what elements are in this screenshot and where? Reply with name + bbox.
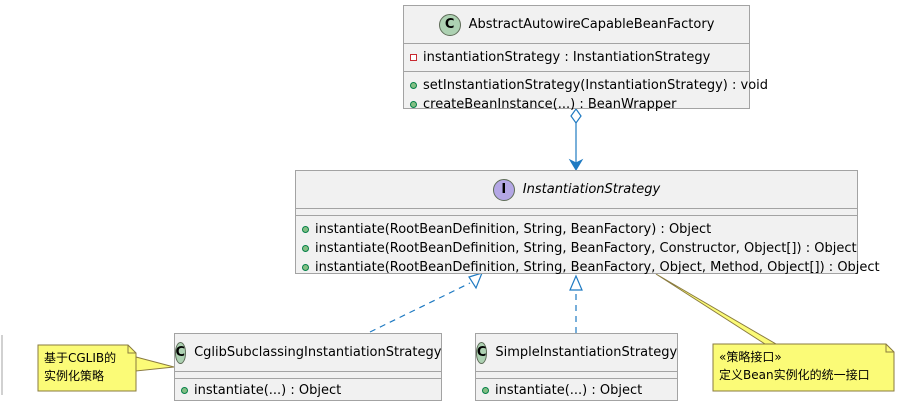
class-c-icon: C [475,341,488,364]
note-line: 定义Bean实例化的统一接口 [719,368,870,382]
private-field-icon [410,54,417,61]
class-header: C AbstractAutowireCapableBeanFactory [404,6,749,44]
realization-arrowhead-simple [569,274,583,291]
method-row: instantiate(RootBeanDefinition, String, … [302,239,857,258]
method-text: instantiate(...) : Object [495,383,643,398]
fields-section [296,209,857,216]
fields-section [476,372,677,379]
class-name: CglibSubclassingInstantiationStrategy [194,345,442,360]
class-name: AbstractAutowireCapableBeanFactory [468,17,715,32]
cglib-note: 基于CGLIB的 实例化策略 [38,345,136,391]
fields-section [175,372,441,379]
class-simple-instantiation-strategy[interactable]: C SimpleInstantiationStrategy instantiat… [475,333,678,401]
method-row: instantiate(RootBeanDefinition, String, … [302,258,880,277]
method-text: instantiate(RootBeanDefinition, String, … [315,241,857,256]
field-row: instantiationStrategy : InstantiationStr… [410,48,749,67]
public-method-icon [410,82,417,89]
note-connector-cglib [135,356,175,372]
realization-line-cglib [369,282,471,333]
method-row: instantiate(...) : Object [482,381,677,400]
methods-section: instantiate(RootBeanDefinition, String, … [296,216,880,281]
note-line: 实例化策略 [44,369,105,383]
class-name: SimpleInstantiationStrategy [495,345,678,360]
public-method-icon [302,245,309,252]
methods-section: instantiate(...) : Object [175,379,441,404]
method-text: createBeanInstance(...) : BeanWrapper [423,97,677,112]
class-c-icon: C [174,341,187,364]
methods-section: instantiate(...) : Object [476,379,677,404]
method-text: instantiate(RootBeanDefinition, String, … [315,222,712,237]
class-cglib-subclassing-instantiation-strategy[interactable]: C CglibSubclassingInstantiationStrategy … [174,333,442,401]
realization-arrowhead-cglib [468,272,484,290]
public-method-icon [181,387,188,394]
cglib-note-fold [127,345,136,354]
field-text: instantiationStrategy : InstantiationStr… [423,50,711,65]
note-line: 基于CGLIB的 [44,351,117,365]
method-row: instantiate(RootBeanDefinition, String, … [302,220,857,239]
strategy-note: «策略接口» 定义Bean实例化的统一接口 [713,344,894,391]
interface-i-icon: I [492,178,515,201]
method-text: instantiate(...) : Object [194,383,342,398]
interface-name: InstantiationStrategy [522,182,661,197]
method-text: instantiate(RootBeanDefinition, String, … [315,260,880,275]
methods-section: setInstantiationStrategy(InstantiationSt… [404,72,768,118]
class-header: C SimpleInstantiationStrategy [475,334,678,372]
interface-header: I InstantiationStrategy [296,171,857,209]
public-method-icon [482,387,489,394]
class-c-icon: C [438,13,461,36]
public-method-icon [302,226,309,233]
method-row: instantiate(...) : Object [181,381,441,400]
public-method-icon [410,101,417,108]
strategy-note-fold [885,344,894,353]
strategy-note-shape [712,343,895,392]
method-row: createBeanInstance(...) : BeanWrapper [410,95,749,114]
note-line: «策略接口» [719,350,782,364]
cglib-note-shape [37,344,137,392]
aggregation-arrowhead [568,158,584,171]
class-abstract-autowire-capable-bean-factory[interactable]: C AbstractAutowireCapableBeanFactory ins… [403,5,768,112]
interface-instantiation-strategy[interactable]: I InstantiationStrategy instantiate(Root… [295,170,880,275]
class-header: C CglibSubclassingInstantiationStrategy [174,334,442,372]
public-method-icon [302,264,309,271]
method-row: setInstantiationStrategy(InstantiationSt… [410,76,768,95]
method-text: setInstantiationStrategy(InstantiationSt… [423,78,769,93]
fields-section: instantiationStrategy : InstantiationStr… [404,44,749,72]
